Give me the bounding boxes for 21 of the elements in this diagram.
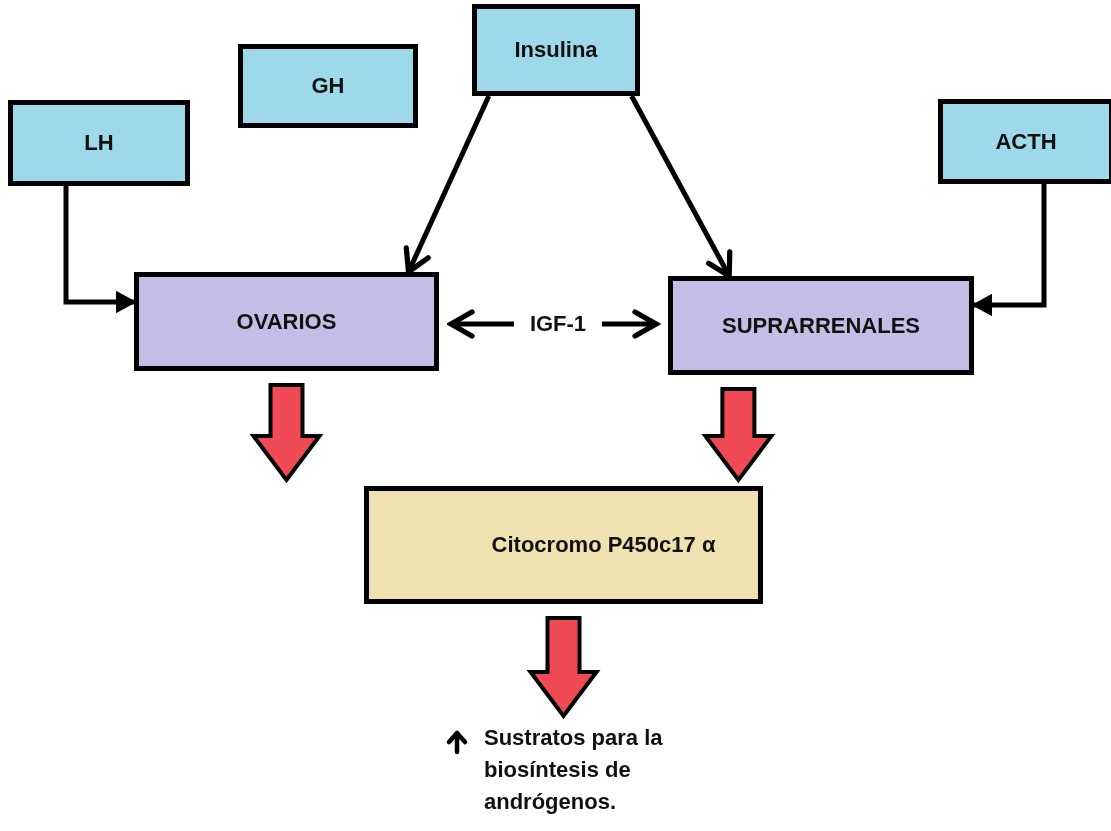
enzyme-box [364, 486, 763, 604]
mediator-label: IGF-1 [529, 311, 587, 337]
box-label: OVARIOS [236, 308, 337, 335]
box-label: GH [311, 73, 345, 99]
box-label: Citocromo P450c17 α [491, 532, 716, 558]
box-label: Insulina [514, 37, 598, 63]
hormone-box [938, 99, 1111, 184]
hormone-box [472, 4, 640, 96]
hormone-box [238, 44, 418, 128]
box-label: LH [84, 130, 114, 156]
hormone-box [8, 100, 190, 186]
arrow [602, 309, 659, 339]
box-label: ACTH [995, 128, 1057, 155]
outcome-text: Sustratos para la biosíntesis de andrógenos. [484, 724, 664, 816]
arrow [448, 309, 514, 339]
organ-box [134, 272, 439, 371]
block-arrow [526, 616, 601, 720]
block-arrow [701, 387, 776, 484]
organ-box [668, 276, 974, 375]
box-label: SUPRARRENALES [722, 312, 920, 339]
block-arrow [249, 383, 324, 484]
